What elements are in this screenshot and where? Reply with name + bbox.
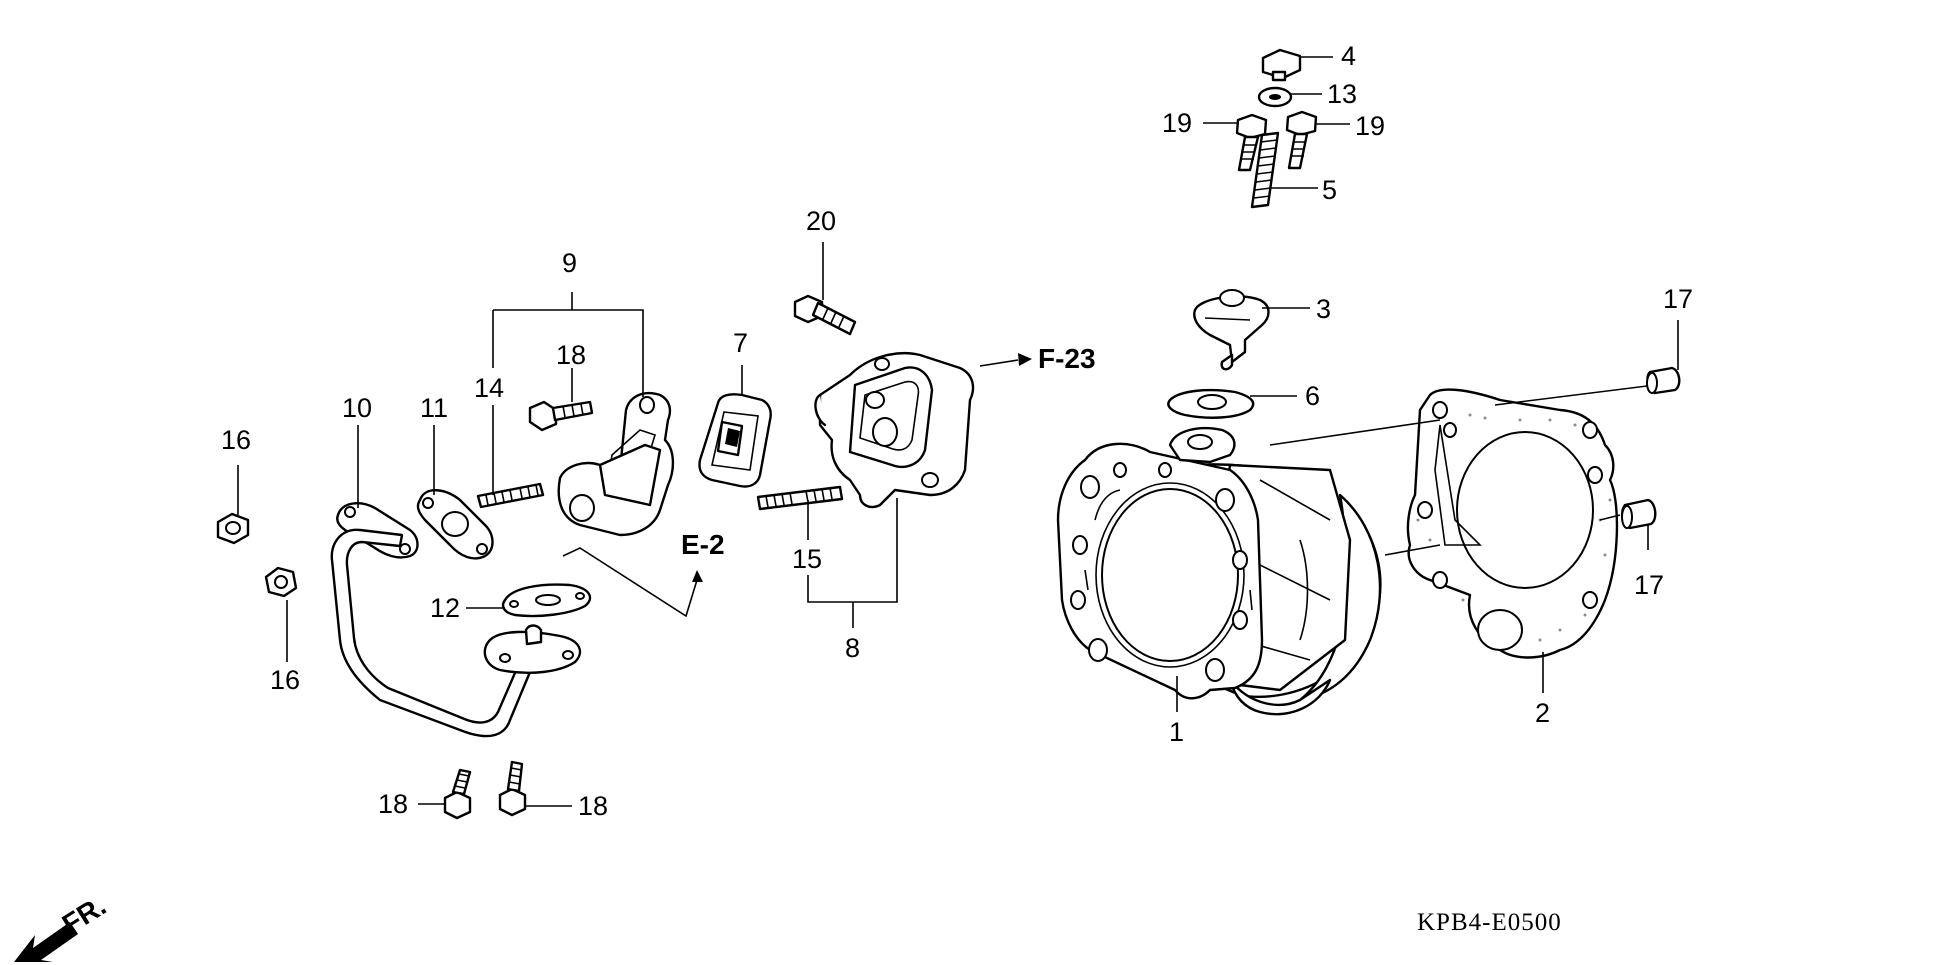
air-suction-pipe-part (330, 528, 582, 738)
flange-bolt-18-lower-left-part (443, 768, 472, 820)
callout-20: 20 (806, 206, 836, 236)
air-suction-valve-part (557, 391, 675, 537)
callout-18-upper: 18 (556, 340, 586, 370)
callout-16-upper: 16 (221, 425, 251, 455)
callout-19-right: 19 (1355, 111, 1385, 141)
cam-chain-tensioner-part (1193, 289, 1270, 371)
dowel-pin-lower (1621, 498, 1657, 530)
callout-2: 2 (1535, 698, 1550, 728)
callout-9: 9 (562, 248, 577, 278)
front-direction-icon: FR. (14, 890, 111, 962)
tensioner-spring-part (1250, 131, 1280, 209)
sealing-washer-part (1257, 86, 1293, 108)
callout-13: 13 (1327, 79, 1357, 109)
callout-10: 10 (342, 393, 372, 423)
callout-15: 15 (792, 544, 822, 574)
stud-bolt-14-part (476, 482, 545, 509)
callout-8: 8 (845, 633, 860, 663)
cylinder-part (1056, 426, 1382, 716)
flange-nut-upper-part (216, 512, 250, 545)
cylinder-gasket-part (1406, 388, 1619, 659)
flange-bolt-18-upper-part (528, 400, 594, 432)
callout-1: 1 (1169, 717, 1184, 747)
flange-bolt-20-part (793, 294, 857, 336)
callout-4: 4 (1341, 41, 1356, 71)
reference-e2: E-2 (681, 529, 725, 560)
flange-bolt-18-lower-right-part (498, 760, 527, 817)
reed-valve-part (698, 393, 772, 488)
pipe-gasket-11-part (416, 489, 494, 560)
callout-12: 12 (430, 593, 460, 623)
reference-f23: F-23 (1038, 343, 1096, 374)
flange-bolt-left-part (1235, 113, 1268, 172)
callout-17-lower: 17 (1634, 570, 1664, 600)
diagram-part-code: KPB4-E0500 (1417, 909, 1562, 936)
callout-7: 7 (733, 328, 748, 358)
callout-19-left: 19 (1162, 108, 1192, 138)
callout-17-upper: 17 (1663, 284, 1693, 314)
callout-6: 6 (1305, 381, 1320, 411)
callout-14: 14 (474, 373, 504, 403)
flange-bolt-right-part (1285, 110, 1318, 170)
callout-11: 11 (420, 393, 448, 423)
pipe-gasket-12-part (501, 583, 592, 618)
sealing-bolt-part (1261, 48, 1302, 82)
callout-labels: 4 13 19 19 5 20 9 3 17 7 F-23 18 14 6 10… (221, 41, 1693, 821)
tensioner-gasket-part (1167, 388, 1255, 419)
callout-16-lower: 16 (270, 665, 300, 695)
dowel-pin-upper (1646, 366, 1681, 395)
callout-3: 3 (1316, 294, 1331, 324)
stud-bolt-15-part (756, 485, 844, 511)
leader-lines (237, 56, 1679, 807)
callout-18-lower-left: 18 (378, 789, 408, 819)
reed-valve-cover-part (814, 352, 975, 509)
gasket-texture (1416, 413, 1612, 642)
callout-18-lower-right: 18 (578, 791, 608, 821)
callout-5: 5 (1322, 175, 1337, 205)
flange-nut-lower-part (264, 566, 298, 598)
